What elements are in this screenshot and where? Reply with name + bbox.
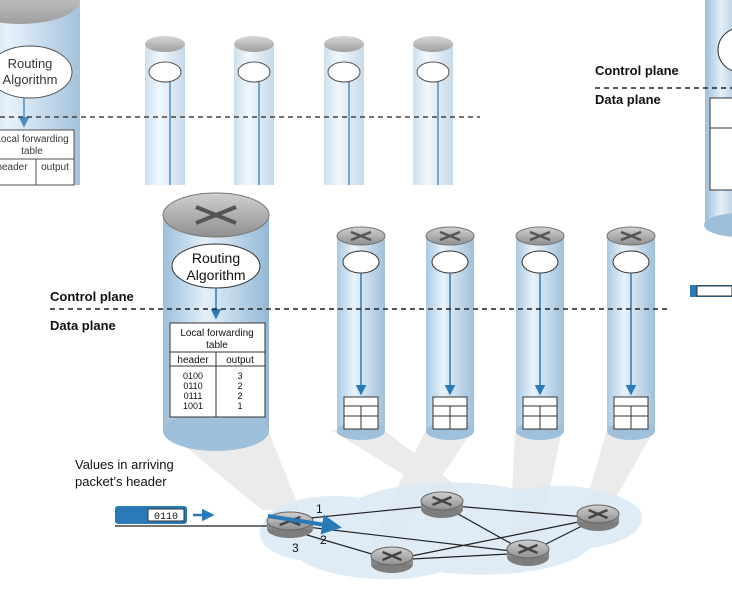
packet: 0110 bbox=[115, 506, 187, 524]
controller-agent-ellipse bbox=[431, 250, 469, 274]
bg-routing-label-2: Algorithm bbox=[3, 72, 58, 87]
table-row-header: 0100 bbox=[183, 371, 203, 381]
bg-control-plane-label: Control plane bbox=[595, 63, 679, 78]
table-row-header: 0111 bbox=[184, 391, 203, 401]
bg-table-col-header: header bbox=[0, 162, 28, 173]
router-cylinder-main: Routing Algorithm Local forwarding table… bbox=[162, 192, 270, 451]
table-col-header: header bbox=[177, 355, 209, 366]
bg-right-packet-field bbox=[696, 285, 732, 297]
controller-agent-ellipse bbox=[342, 250, 380, 274]
router-cylinder-small bbox=[515, 226, 565, 440]
bg-cylinder-cap bbox=[0, 0, 80, 24]
table-row-header: 0110 bbox=[183, 381, 202, 391]
bg-data-plane-label: Data plane bbox=[595, 92, 661, 107]
router-x-icon bbox=[350, 230, 372, 242]
router-x-icon bbox=[620, 230, 642, 242]
bg-table-title-2: table bbox=[21, 146, 43, 157]
router-x-icon bbox=[439, 230, 461, 242]
routing-algorithm-label-2: Algorithm bbox=[186, 267, 245, 283]
table-row-header: 1001 bbox=[183, 401, 203, 411]
router-x-icon bbox=[195, 205, 237, 225]
table-row-output: 1 bbox=[237, 401, 242, 411]
bg-table-col-output: output bbox=[41, 162, 69, 173]
table-title-2: table bbox=[206, 340, 228, 351]
router-cylinder-small bbox=[336, 226, 386, 440]
control-plane-label: Control plane bbox=[50, 289, 134, 304]
data-plane-label: Data plane bbox=[50, 318, 116, 333]
router-icon bbox=[370, 546, 414, 573]
cone-main bbox=[165, 430, 300, 510]
port-label-3: 3 bbox=[292, 541, 299, 555]
table-col-output: output bbox=[226, 355, 254, 366]
bg-routing-ellipse bbox=[0, 45, 73, 99]
bg-right-cylinder-base bbox=[704, 213, 732, 237]
cylinder-main-base bbox=[163, 411, 269, 451]
router-cylinder-small bbox=[425, 226, 475, 440]
packet-header-field bbox=[147, 508, 185, 522]
bg-table-title-1: Local forwarding bbox=[0, 134, 69, 145]
port-label-1: 1 bbox=[316, 502, 323, 516]
controller-agent-ellipse bbox=[612, 250, 650, 274]
table-row-output: 3 bbox=[237, 371, 242, 381]
packet-caption-2: packet’s header bbox=[75, 474, 167, 489]
table-row-output: 2 bbox=[237, 391, 242, 401]
bg-cylinder-small-3 bbox=[324, 36, 364, 185]
controller-agent-ellipse bbox=[521, 250, 559, 274]
router-icon bbox=[506, 539, 550, 566]
bg-routing-label-1: Routing bbox=[8, 56, 53, 71]
bg-right-ellipse bbox=[717, 28, 732, 72]
router-cylinder-small bbox=[606, 226, 656, 440]
table-title-1: Local forwarding bbox=[180, 328, 253, 339]
table-row-output: 2 bbox=[237, 381, 242, 391]
bg-cylinder-small-1 bbox=[145, 36, 185, 185]
packet-caption-1: Values in arriving bbox=[75, 457, 174, 472]
cone-5 bbox=[585, 430, 654, 505]
router-icon bbox=[576, 504, 620, 531]
forwarding-table: Local forwarding table header output 010… bbox=[169, 322, 266, 418]
router-x-icon bbox=[529, 230, 551, 242]
forwarding-arrow bbox=[267, 514, 342, 535]
bg-cylinder-small-4 bbox=[413, 36, 453, 185]
bg-right-table bbox=[709, 97, 732, 191]
background-copy-right: Control plane Data plane bbox=[595, 0, 732, 297]
routing-algorithm-label-1: Routing bbox=[192, 250, 240, 266]
packet-header-value: 0110 bbox=[154, 512, 178, 523]
bg-cylinder-small-2 bbox=[234, 36, 274, 185]
bg-table bbox=[0, 129, 75, 186]
port-label-2: 2 bbox=[320, 533, 327, 547]
background-copy-left: Routing Algorithm Local forwarding table… bbox=[0, 0, 480, 186]
router-icon bbox=[420, 491, 464, 518]
